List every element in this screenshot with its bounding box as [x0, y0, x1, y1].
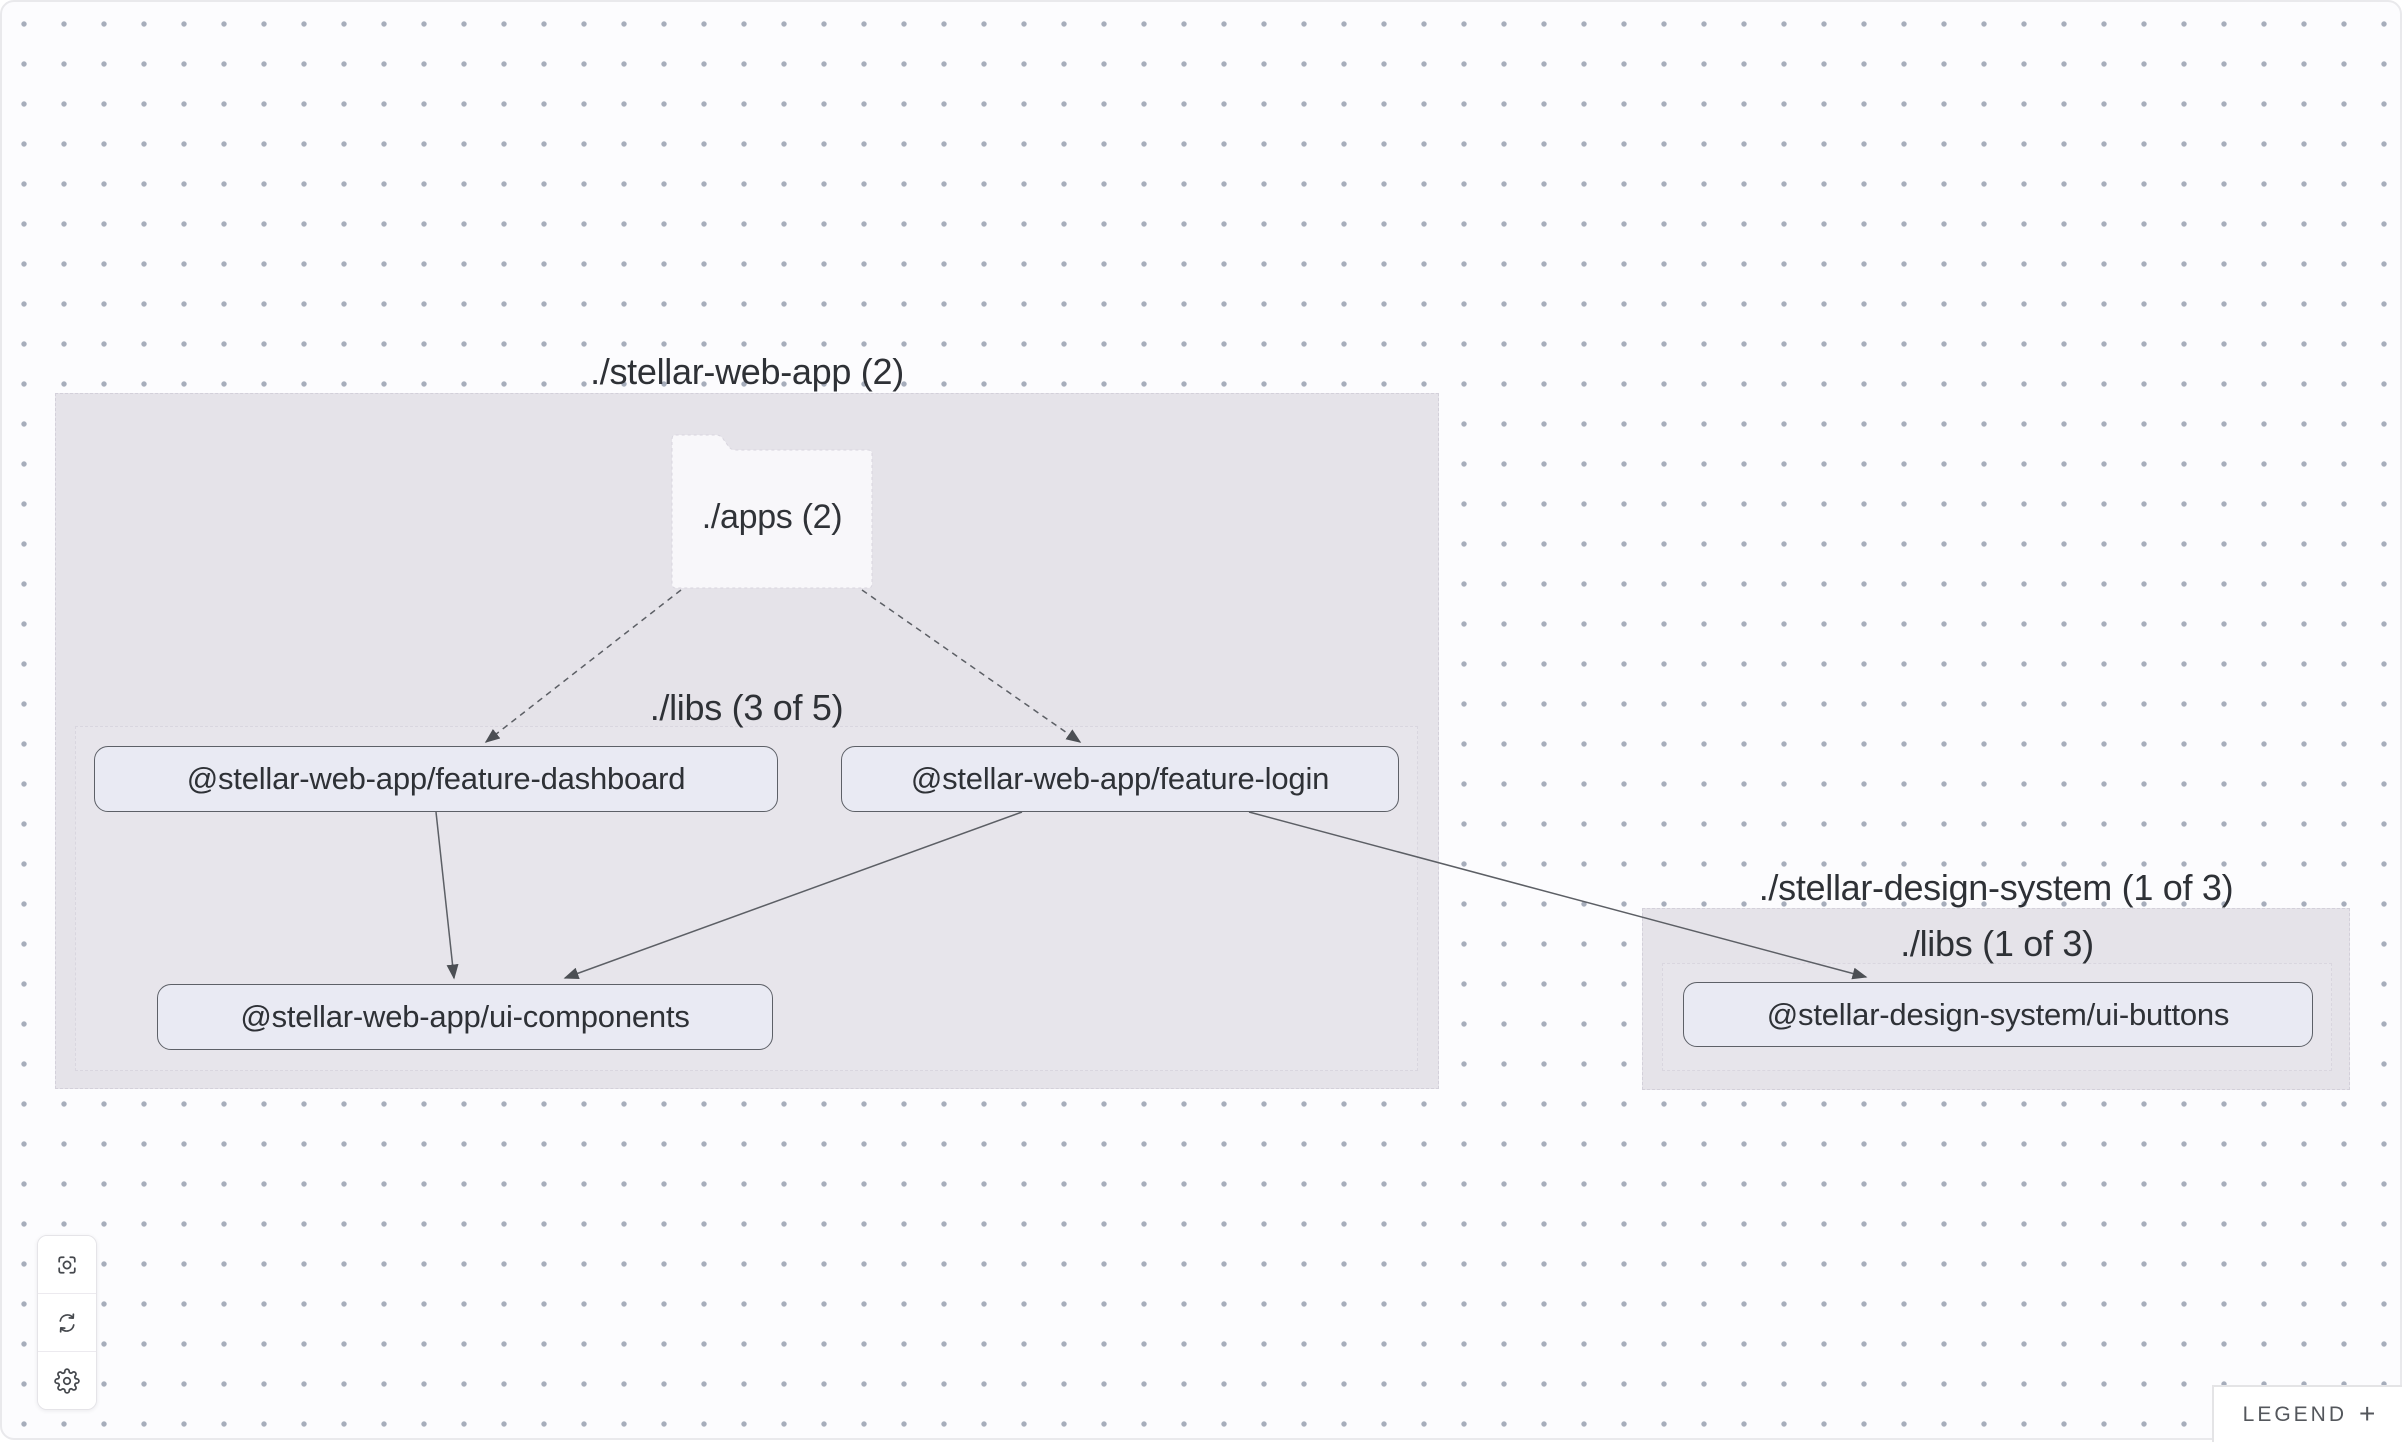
project-node-ui-components[interactable]: @stellar-web-app/ui-components: [157, 984, 773, 1050]
zoom-to-fit-button[interactable]: [38, 1236, 96, 1293]
folder-node-apps[interactable]: [670, 433, 874, 590]
subgroup-label-design-system-libs: ./libs (1 of 3): [1900, 923, 2094, 964]
project-node-feature-dashboard[interactable]: @stellar-web-app/feature-dashboard: [94, 746, 778, 812]
canvas-toolbar: [37, 1235, 97, 1410]
project-node-ui-buttons[interactable]: @stellar-design-system/ui-buttons: [1683, 982, 2313, 1047]
legend-button[interactable]: LEGEND +: [2212, 1385, 2402, 1442]
group-title-stellar-design-system: ./stellar-design-system (1 of 3): [1758, 867, 2234, 908]
project-node-feature-login[interactable]: @stellar-web-app/feature-login: [841, 746, 1399, 812]
subgroup-label-web-app-libs: ./libs (3 of 5): [649, 687, 844, 728]
plus-icon: +: [2359, 1397, 2376, 1429]
group-title-stellar-web-app: ./stellar-web-app (2): [590, 351, 904, 392]
settings-button[interactable]: [38, 1351, 96, 1409]
refresh-graph-button[interactable]: [38, 1293, 96, 1351]
legend-label: LEGEND: [2242, 1402, 2347, 1426]
focus-icon: [58, 1255, 76, 1274]
gear-icon: [54, 1367, 80, 1394]
refresh-icon: [59, 1312, 75, 1333]
folder-icon: [671, 434, 873, 589]
folder-node-apps-label[interactable]: ./apps (2): [701, 497, 843, 536]
